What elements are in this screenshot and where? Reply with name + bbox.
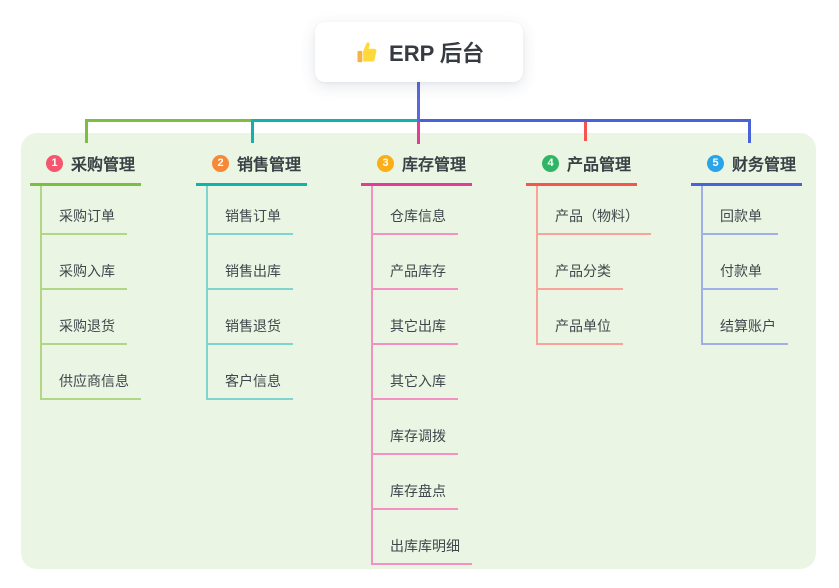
branch-number-badge: 2 — [212, 154, 229, 172]
branch-number-badge: 1 — [46, 154, 63, 172]
branch-finance-management: 5 财务管理 回款单 付款单 结算账户 — [691, 146, 803, 345]
node-stock-taking[interactable]: 库存盘点 — [373, 455, 458, 510]
connector-branch4-drop — [584, 122, 587, 141]
branch-title: 产品管理 — [567, 157, 632, 174]
root-node-title: ERP 后台 — [389, 41, 484, 66]
branch-inventory-header[interactable]: 3 库存管理 — [361, 146, 473, 186]
node-product-stock[interactable]: 产品库存 — [373, 235, 458, 290]
node-stock-transfer[interactable]: 库存调拨 — [373, 400, 458, 455]
node-purchase-order[interactable]: 采购订单 — [42, 186, 127, 235]
thumbs-up-icon — [354, 40, 379, 65]
node-purchase-return[interactable]: 采购退货 — [42, 290, 127, 345]
branch-number-badge: 4 — [542, 154, 559, 172]
branch-number-badge: 5 — [707, 154, 724, 172]
node-outbound-detail[interactable]: 出库库明细 — [373, 510, 472, 565]
node-product-material[interactable]: 产品（物料） — [538, 186, 651, 235]
branch-purchase-header[interactable]: 1 采购管理 — [30, 146, 142, 186]
connector-branch2-horizontal — [251, 119, 419, 122]
branch-product-management: 4 产品管理 产品（物料） 产品分类 产品单位 — [526, 146, 651, 345]
node-sales-outbound[interactable]: 销售出库 — [208, 235, 293, 290]
branch-inventory-management: 3 库存管理 仓库信息 产品库存 其它出库 其它入库 库存调拨 库存盘点 出库库… — [361, 146, 473, 565]
node-warehouse-info[interactable]: 仓库信息 — [373, 186, 458, 235]
connector-branch5-horizontal — [419, 119, 751, 122]
branch-children: 采购订单 采购入库 采购退货 供应商信息 — [40, 186, 141, 400]
branch-children: 回款单 付款单 结算账户 — [701, 186, 788, 345]
node-sales-return[interactable]: 销售退货 — [208, 290, 293, 345]
root-node-erp-backend[interactable]: ERP 后台 — [315, 22, 523, 82]
branch-sales-header[interactable]: 2 销售管理 — [196, 146, 308, 186]
branches-panel — [21, 133, 816, 569]
connector-root-vertical — [417, 82, 420, 122]
connector-branch5-drop — [748, 119, 751, 143]
connector-branch1-drop — [85, 119, 88, 143]
node-purchase-inbound[interactable]: 采购入库 — [42, 235, 127, 290]
connector-branch2-drop — [251, 119, 254, 143]
branch-children: 仓库信息 产品库存 其它出库 其它入库 库存调拨 库存盘点 出库库明细 — [371, 186, 472, 565]
node-payment-voucher[interactable]: 付款单 — [703, 235, 778, 290]
node-product-category[interactable]: 产品分类 — [538, 235, 623, 290]
node-settlement-account[interactable]: 结算账户 — [703, 290, 788, 345]
node-supplier-info[interactable]: 供应商信息 — [42, 345, 141, 400]
node-other-outbound[interactable]: 其它出库 — [373, 290, 458, 345]
branch-children: 销售订单 销售出库 销售退货 客户信息 — [206, 186, 293, 400]
branch-title: 采购管理 — [71, 157, 136, 174]
node-customer-info[interactable]: 客户信息 — [208, 345, 293, 400]
branch-title: 财务管理 — [732, 157, 797, 174]
node-other-inbound[interactable]: 其它入库 — [373, 345, 458, 400]
branch-children: 产品（物料） 产品分类 产品单位 — [536, 186, 651, 345]
branch-number-badge: 3 — [377, 154, 394, 172]
node-sales-order[interactable]: 销售订单 — [208, 186, 293, 235]
branch-purchase-management: 1 采购管理 采购订单 采购入库 采购退货 供应商信息 — [30, 146, 142, 400]
node-product-unit[interactable]: 产品单位 — [538, 290, 623, 345]
branch-sales-management: 2 销售管理 销售订单 销售出库 销售退货 客户信息 — [196, 146, 308, 400]
branch-title: 库存管理 — [402, 157, 467, 174]
branch-product-header[interactable]: 4 产品管理 — [526, 146, 638, 186]
branch-finance-header[interactable]: 5 财务管理 — [691, 146, 803, 186]
branch-title: 销售管理 — [237, 157, 302, 174]
connector-branch3-drop — [417, 122, 420, 144]
node-receipt-voucher[interactable]: 回款单 — [703, 186, 778, 235]
